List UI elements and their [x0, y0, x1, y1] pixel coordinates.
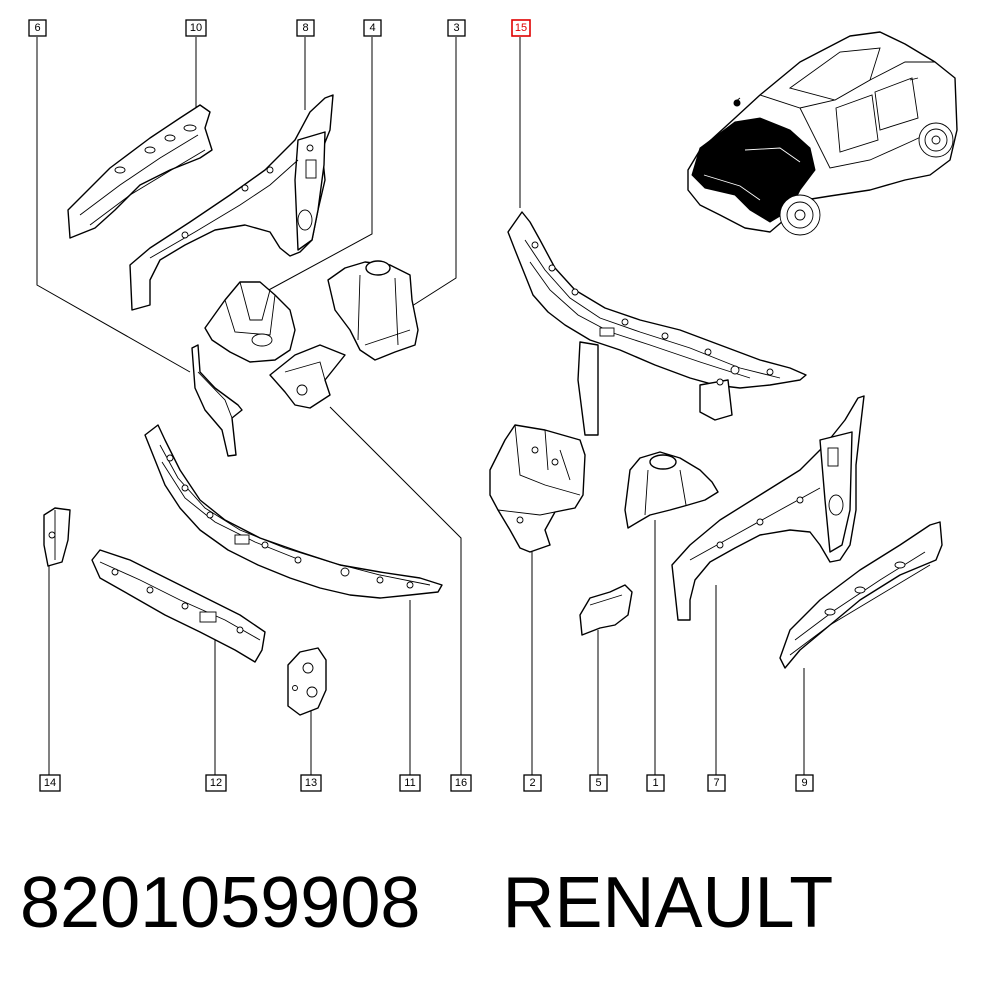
part-9-upper-rail-right — [779, 521, 943, 669]
part-number: 8201059908 — [20, 863, 421, 943]
svg-text:8: 8 — [302, 22, 308, 34]
svg-text:14: 14 — [44, 777, 56, 789]
callout-1: 1 — [646, 774, 665, 792]
callout-7: 7 — [707, 774, 726, 792]
part-13-mount-plate — [287, 647, 327, 716]
callout-12: 12 — [205, 774, 227, 792]
svg-text:3: 3 — [453, 22, 459, 34]
part-10-upper-rail-left — [67, 104, 213, 239]
part-6-gusset — [191, 344, 243, 457]
part-8-fender-apron-left — [129, 94, 334, 311]
brand-name: RENAULT — [502, 863, 834, 943]
leader-3 — [411, 37, 457, 307]
svg-text:4: 4 — [369, 22, 375, 34]
callout-13: 13 — [300, 774, 322, 792]
callout-5: 5 — [589, 774, 608, 792]
leader-lines — [36, 37, 805, 775]
svg-text:2: 2 — [529, 777, 535, 789]
footer-caption: 8201059908 RENAULT — [20, 858, 980, 948]
part-4-strut-support-left — [204, 281, 296, 363]
callout-10: 10 — [185, 19, 207, 37]
svg-text:6: 6 — [34, 22, 40, 34]
leader-16 — [329, 406, 462, 775]
svg-text:16: 16 — [455, 777, 467, 789]
svg-text:13: 13 — [305, 777, 317, 789]
part-16-bracket — [269, 344, 346, 409]
part-12-lower-tie-bar — [91, 549, 266, 663]
callout-8: 8 — [296, 19, 315, 37]
callout-4: 4 — [363, 19, 382, 37]
svg-text:12: 12 — [210, 777, 222, 789]
svg-text:5: 5 — [595, 777, 601, 789]
part-11-lower-crossmember — [144, 424, 443, 599]
callout-9: 9 — [795, 774, 814, 792]
leader-6 — [36, 37, 191, 373]
callout-16: 16 — [450, 774, 472, 792]
part-2-bracket-assembly — [489, 424, 586, 553]
part-3-strut-tower — [327, 260, 419, 361]
svg-text:1: 1 — [652, 777, 658, 789]
leader-4 — [264, 37, 373, 293]
exploded-parts-diagram: 6 10 8 4 3 15 14 12 13 11 16 2 5 1 7 9 — [28, 19, 958, 792]
callout-3: 3 — [447, 19, 466, 37]
part-15-upper-crossmember — [507, 211, 807, 436]
svg-text:7: 7 — [713, 777, 719, 789]
callout-6: 6 — [28, 19, 47, 37]
part-7-fender-apron-right — [671, 395, 865, 621]
svg-text:10: 10 — [190, 22, 202, 34]
callout-2: 2 — [523, 774, 542, 792]
part-5-plate — [579, 584, 633, 636]
svg-text:11: 11 — [404, 777, 415, 789]
callout-11: 11 — [399, 774, 421, 792]
callout-14: 14 — [39, 774, 61, 792]
car-illustration — [687, 31, 958, 236]
part-1-strut-tower-right — [624, 451, 719, 529]
part-14-small-bracket — [43, 507, 71, 567]
callout-15-highlighted: 15 — [511, 19, 531, 37]
callouts: 6 10 8 4 3 15 14 12 13 11 16 2 5 1 7 9 — [28, 19, 814, 792]
svg-text:15: 15 — [515, 22, 527, 34]
svg-text:9: 9 — [801, 777, 807, 789]
